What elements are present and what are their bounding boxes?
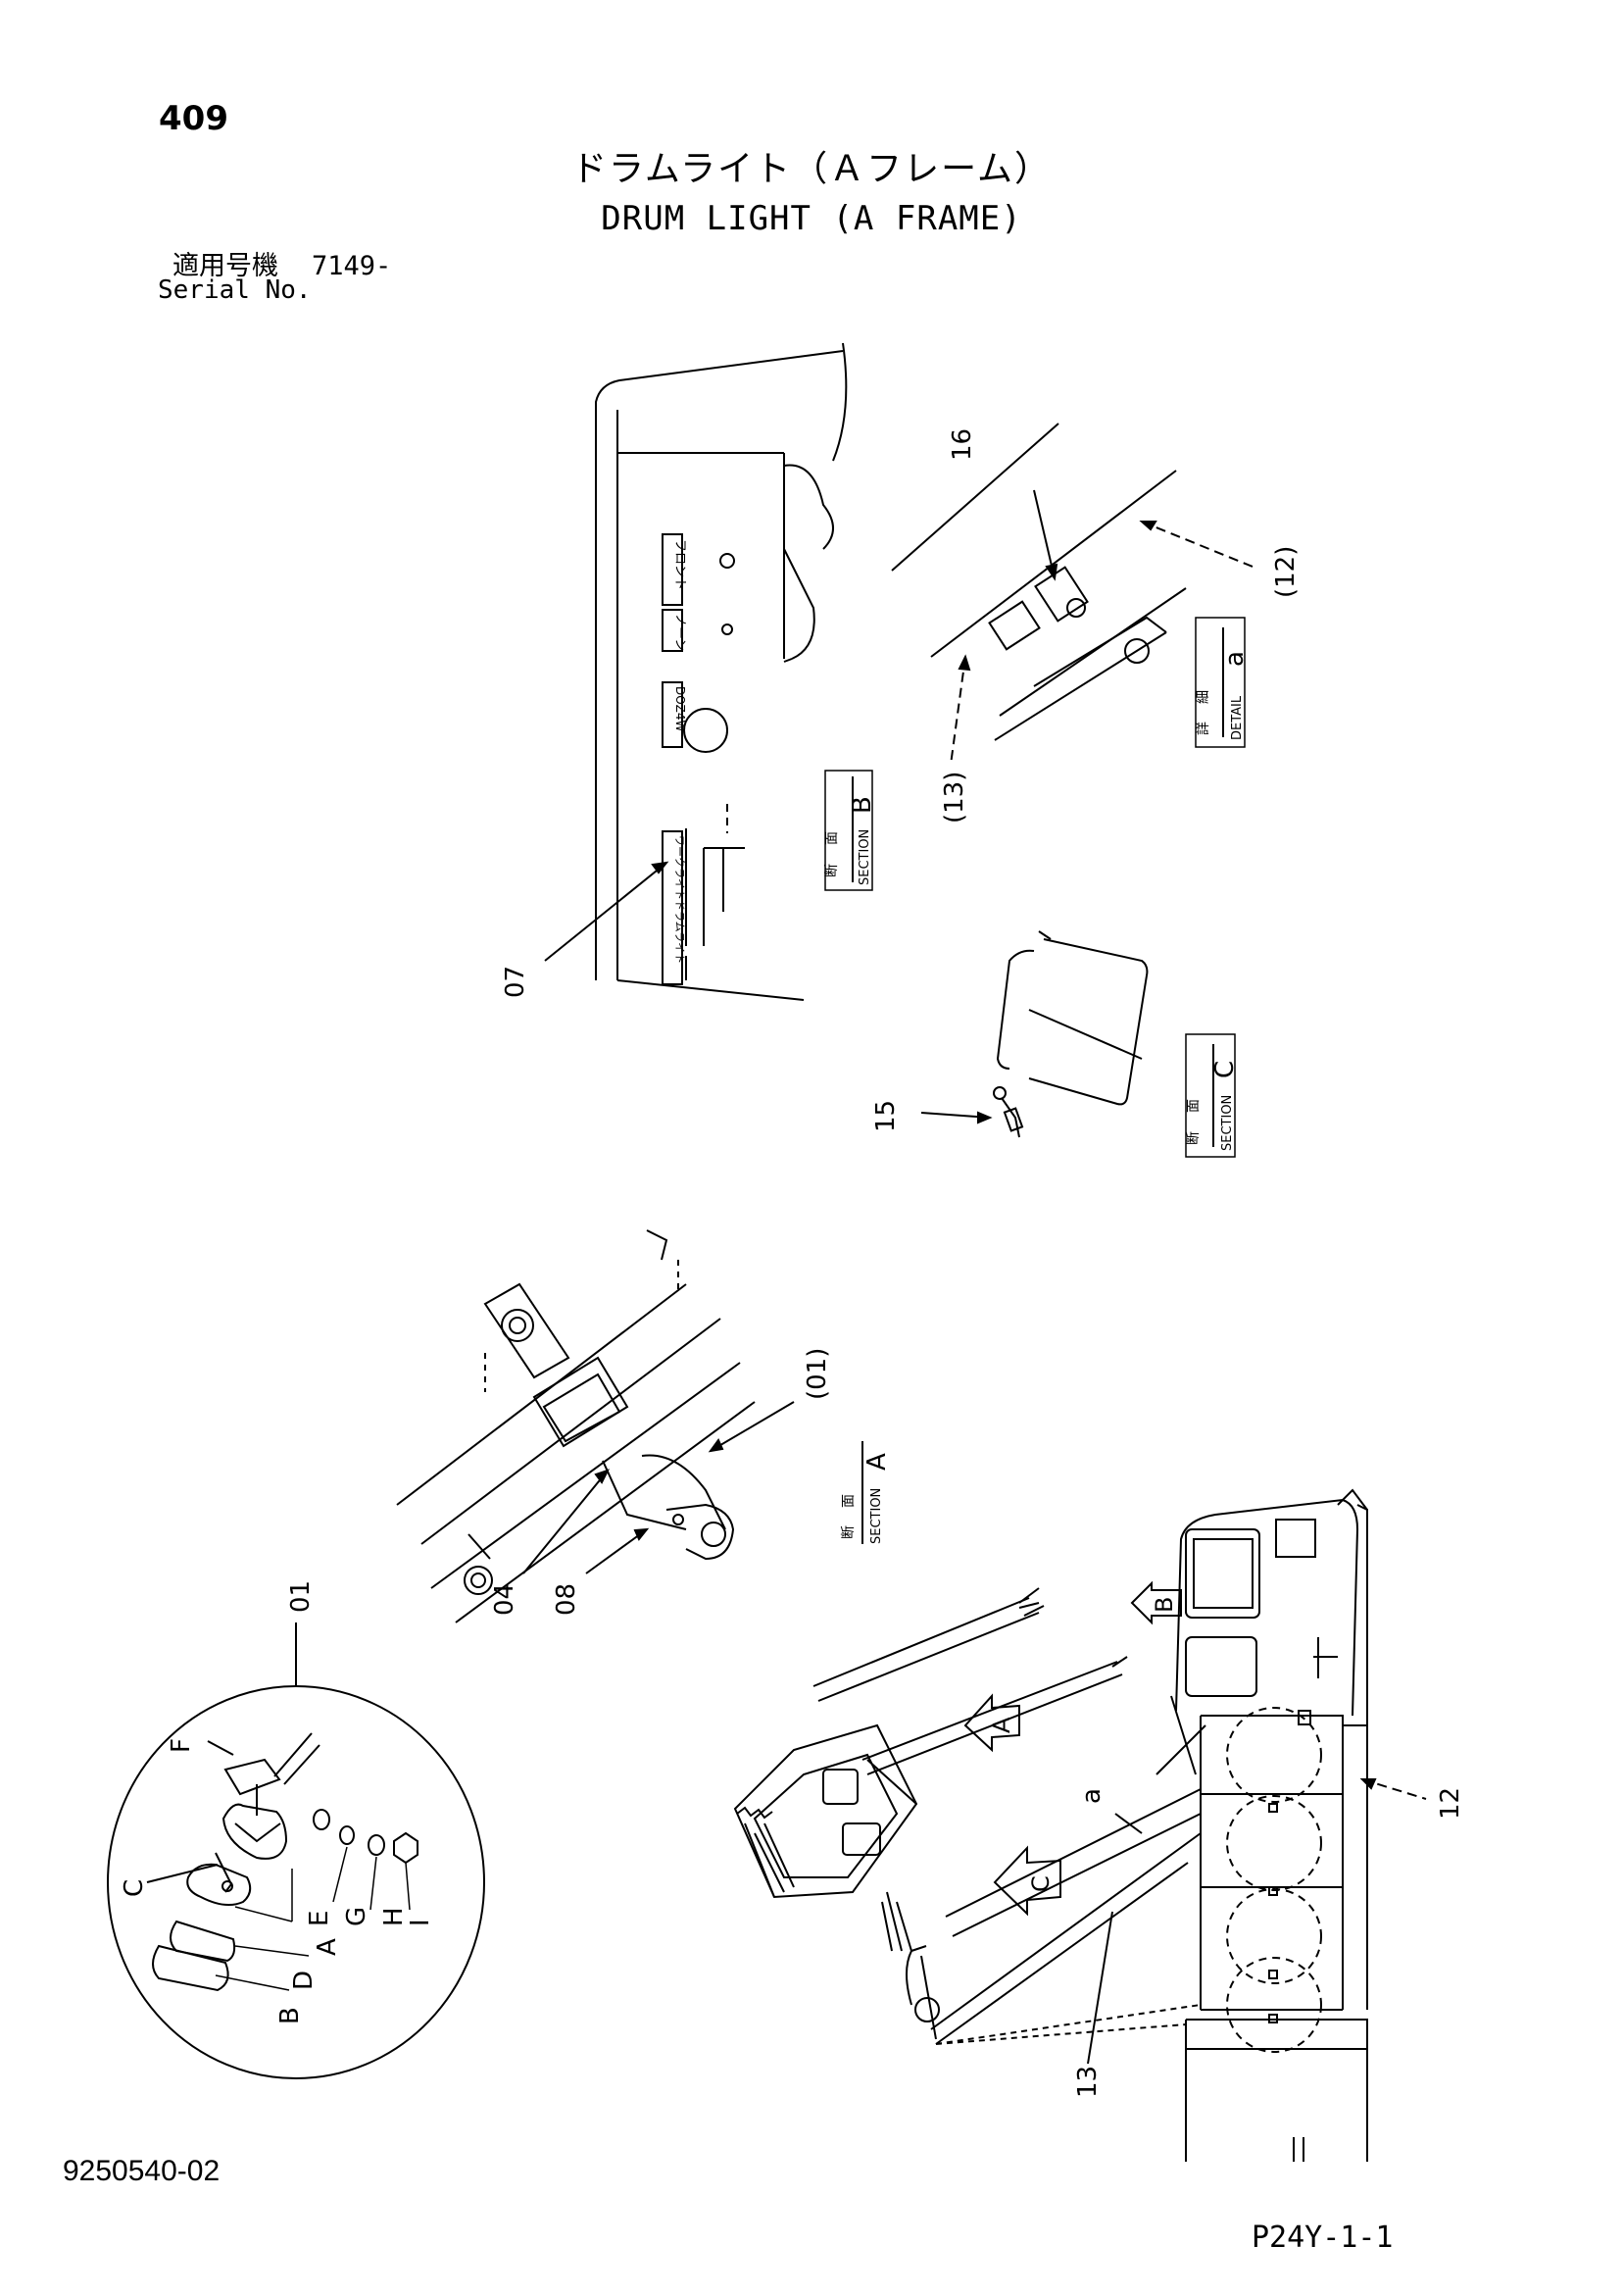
panel-label-2: ノーン <box>672 614 687 651</box>
section-c-letter: C <box>1210 1061 1240 1078</box>
title-japanese: ドラムライト（Ａフレーム） <box>570 149 1053 189</box>
callout-16: 16 <box>948 428 977 461</box>
section-c-view: 15 断 面 SECTION C <box>871 930 1240 1158</box>
part-label-i: I <box>406 1919 435 1926</box>
callout-07: 07 <box>501 966 530 998</box>
section-a-jp-2: 面 <box>841 1494 857 1508</box>
callout-08: 08 <box>552 1583 581 1616</box>
detail-a-en: DETAIL <box>1230 695 1245 740</box>
callout-a: a <box>1077 1788 1107 1804</box>
section-b-view: フロント ノーン DOZ4W ワークライトドラムライト 07 断 面 SECTI… <box>501 342 877 1001</box>
page-code: P24Y-1-1 <box>1252 2221 1394 2255</box>
panel-label-front: フロント <box>672 539 687 590</box>
panel-label-3: DOZ4W <box>673 686 687 732</box>
parts-detail-circle: 01 F C E G H I A D B <box>107 1580 485 2079</box>
callout-13: 13 <box>1073 2066 1103 2098</box>
machine-overview: B A C a 12 13 <box>733 1488 1465 2162</box>
part-label-c: C <box>120 1879 149 1897</box>
section-b-jp-1: 断 <box>824 864 840 877</box>
page-number: 409 <box>159 99 228 138</box>
serial-number-value: 7149- <box>312 251 392 281</box>
callout-12-paren: (12) <box>1271 546 1301 598</box>
detail-a-view: 16 (12) (13) 詳 細 DETAIL a <box>891 423 1301 824</box>
section-c-en: SECTION <box>1220 1095 1235 1151</box>
detail-a-jp-2: 細 <box>1196 690 1211 704</box>
section-c-jp-2: 面 <box>1186 1099 1202 1113</box>
section-b-en: SECTION <box>858 829 872 885</box>
callout-01: 01 <box>286 1580 316 1613</box>
callout-12: 12 <box>1436 1787 1465 1820</box>
part-label-h: H <box>379 1907 409 1926</box>
section-c-jp-1: 断 <box>1186 1131 1202 1145</box>
detail-a-jp-1: 詳 <box>1196 722 1211 735</box>
section-b-jp-2: 面 <box>824 831 840 845</box>
part-label-b: B <box>275 2007 305 2024</box>
section-a-jp-1: 断 <box>841 1525 857 1539</box>
section-a-view: (01) 04 08 断 面 SECTION A <box>396 1229 892 1623</box>
section-a-letter: A <box>862 1453 892 1471</box>
detail-a-letter: a <box>1220 651 1250 667</box>
serial-label-japanese: 適用号機 <box>172 251 278 281</box>
serial-label-english: Serial No. <box>158 275 312 305</box>
part-label-e: E <box>305 1911 334 1926</box>
callout-04: 04 <box>490 1583 519 1616</box>
callout-01-paren: (01) <box>803 1348 832 1400</box>
part-label-d: D <box>289 1971 319 1990</box>
document-number: 9250540-02 <box>63 2155 221 2187</box>
section-a-en: SECTION <box>869 1488 884 1544</box>
part-label-f: F <box>167 1738 196 1753</box>
callout-13-paren: (13) <box>940 772 969 824</box>
panel-label-worklight: ワークライトドラムライト <box>673 835 686 964</box>
view-b-arrow-label: B <box>1151 1597 1178 1613</box>
section-b-letter: B <box>848 796 877 814</box>
callout-15: 15 <box>871 1100 901 1132</box>
part-label-a: A <box>313 1938 342 1956</box>
title-english: DRUM LIGHT (A FRAME) <box>601 199 1022 238</box>
view-c-arrow-label: C <box>1027 1875 1055 1892</box>
part-label-g: G <box>342 1907 371 1926</box>
view-a-arrow-label: A <box>988 1717 1015 1733</box>
